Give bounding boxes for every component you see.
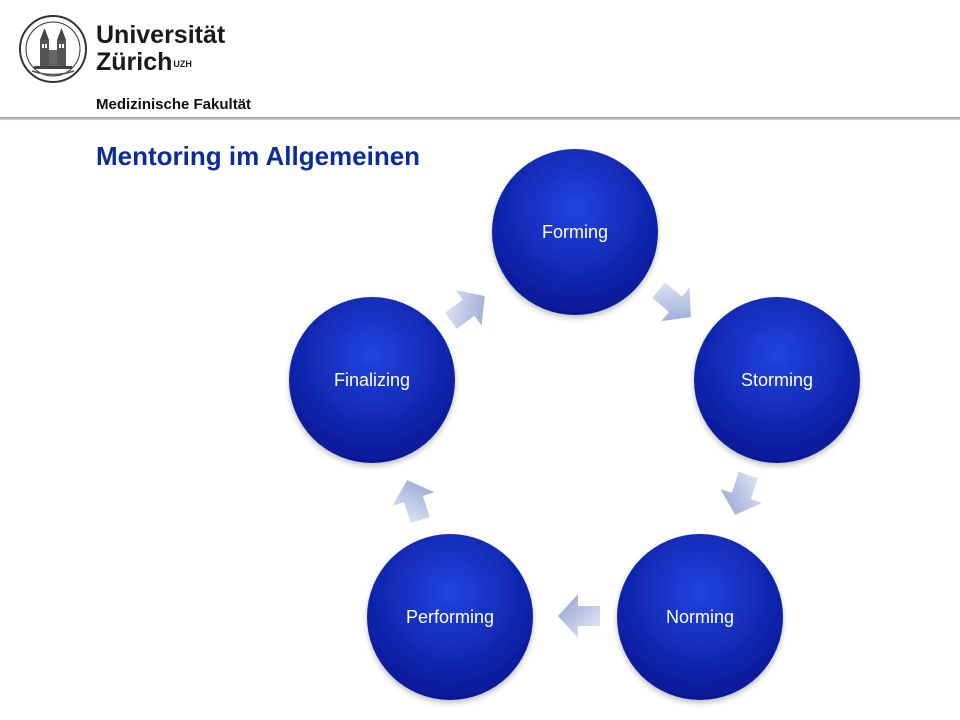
node-label-norming: Norming	[666, 607, 734, 627]
node-circle	[694, 297, 860, 463]
node-circle	[367, 534, 533, 700]
cycle-node-storming: Storming	[694, 297, 860, 463]
wordmark-line1: Universität	[96, 21, 226, 49]
cycle-node-norming: Norming	[617, 534, 783, 700]
university-wordmark: Universität ZürichUZH	[96, 22, 225, 76]
node-circle	[492, 149, 658, 315]
cycle-node-forming: Forming	[492, 149, 658, 315]
node-circle	[617, 534, 783, 700]
university-seal-icon	[19, 15, 87, 83]
faculty-name: Medizinische Fakultät	[96, 96, 252, 113]
arrow-storming-to-norming	[714, 468, 770, 522]
node-label-storming: Storming	[741, 370, 813, 390]
arrow-norming-to-performing	[558, 594, 600, 638]
slide-header: Universität ZürichUZH Medizinische Fakul…	[0, 0, 960, 120]
node-label-forming: Forming	[542, 222, 608, 242]
slide-title: Mentoring im Allgemeinen	[96, 141, 421, 171]
arrow-finalizing-to-forming	[437, 278, 498, 339]
arrow-performing-to-finalizing	[386, 473, 442, 527]
cycle-node-finalizing: Finalizing	[289, 297, 455, 463]
cycle-node-performing: Performing	[367, 534, 533, 700]
node-label-performing: Performing	[406, 607, 494, 627]
wordmark-uzh: UZH	[173, 59, 192, 69]
header-divider	[0, 117, 960, 120]
wordmark-city: Zürich	[96, 48, 173, 76]
wordmark-line2: ZürichUZH	[96, 49, 225, 76]
node-circle	[289, 297, 455, 463]
arrow-forming-to-storming	[644, 273, 705, 334]
node-label-finalizing: Finalizing	[334, 370, 410, 390]
